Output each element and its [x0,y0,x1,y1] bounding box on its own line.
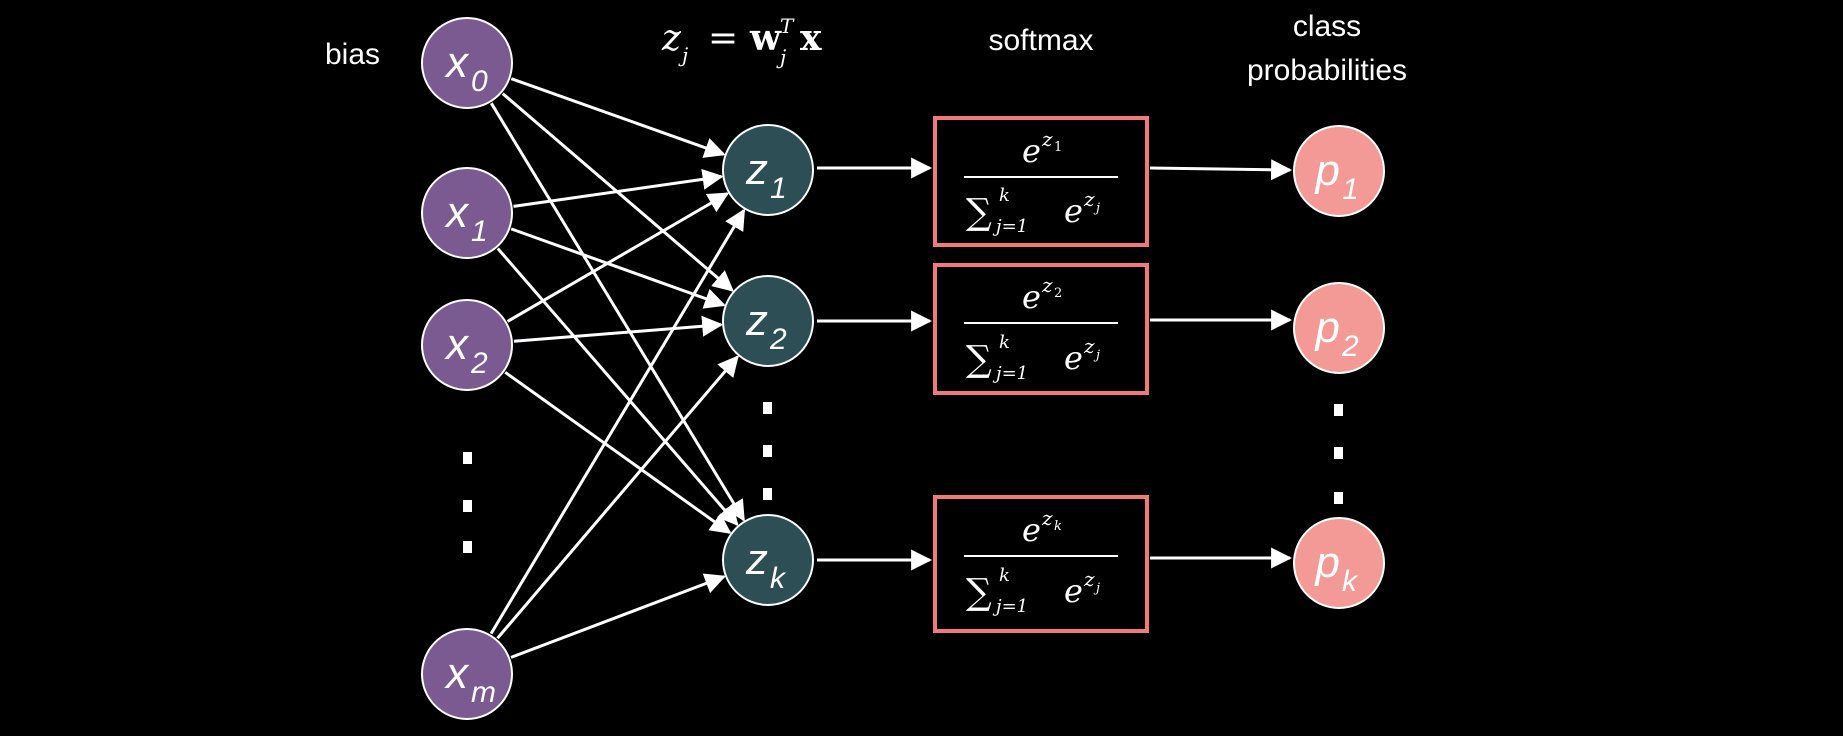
softmax-1-num-e: e [1022,132,1041,170]
formula-eq: = [708,18,738,59]
input-ellipsis [463,452,472,553]
output-node-p2-base: p [1314,303,1340,352]
hidden-node-z2: z 2 [722,275,814,367]
connection-x0-z0 [510,77,726,158]
arrow-softmax1-p1 [1149,159,1293,181]
output-node-p1: p 1 [1293,125,1385,217]
connection-x1-z2 [496,247,739,527]
output-node-pk-base: p [1314,538,1340,587]
input-node-x1-sub: 1 [471,215,488,248]
softmax-box-2: e z 2 ∑ k j=1 e z j [933,263,1149,395]
hidden-node-zk-base: z [745,535,768,584]
connection-x1-z0 [513,168,724,208]
formula-x: x [800,17,822,59]
softmax-1-num-sup: z [1041,127,1053,151]
connection-x3-z0 [489,208,746,635]
output-ellipsis [1334,404,1343,504]
hidden-node-z1-base: z [745,145,768,194]
input-node-xm-base: x [444,649,470,698]
softmax-k-den-sup-sub: j [1093,581,1100,596]
output-node-pk-sub: k [1342,565,1359,598]
softmax-k-num-sup-sub: k [1054,519,1062,534]
output-node-pk: p k [1293,517,1385,609]
hidden-node-zk: z k [722,514,814,606]
softmax-1-num-sup-sub: 1 [1054,140,1062,155]
connection-x2-z1 [513,315,724,343]
softmax-k-sum: ∑ [966,572,992,613]
input-node-x0: x 0 [421,17,513,109]
connection-x3-z2 [510,573,726,659]
softmax-k-den-sup: z [1083,567,1095,591]
input-node-x2-base: x [444,320,470,369]
softmax-2-num-e: e [1022,278,1041,316]
hidden-node-zk-sub: k [770,562,787,595]
softmax-k-sum-sup: k [999,565,1010,586]
softmax-k-num-e: e [1022,511,1041,549]
softmax-2-den-e: e [1064,339,1083,377]
input-node-x0-sub: 0 [471,65,488,98]
softmax-2-den-sup-sub: j [1093,348,1100,363]
input-node-x1-base: x [444,188,470,237]
softmax-1-den-e: e [1064,192,1083,230]
bias-label: bias [325,38,380,71]
softmax-label: softmax [988,24,1093,57]
softmax-box-1: e z 1 ∑ k j=1 e z j [933,116,1149,247]
softmax-2-sum-sup: k [999,332,1010,353]
input-node-xm-sub: m [471,676,496,709]
softmax-2-sum: ∑ [966,339,992,380]
connection-x2-z2 [504,371,732,534]
output-node-p1-base: p [1314,146,1340,195]
input-node-x2: x 2 [421,299,513,391]
output-node-p1-sub: 1 [1342,173,1359,206]
connection-x2-z0 [506,192,730,323]
connection-x0-z2 [490,102,745,522]
softmax-1-den-sup-sub: j [1093,201,1100,216]
z-formula: z j = w T j x [661,14,822,69]
hidden-node-z2-sub: 2 [769,323,787,356]
softmax-k-num-sup: z [1041,506,1053,530]
softmax-1-sum: ∑ [966,192,992,233]
formula-w-sub: j [776,45,786,69]
softmax-2-den-sup: z [1083,334,1095,358]
formula-w: w [749,17,782,59]
softmax-k-sum-sub: j=1 [992,596,1028,617]
class-label: class [1293,10,1361,43]
formula-z: z [661,18,682,59]
output-arrows [817,157,1293,571]
softmax-1-sum-sub: j=1 [992,216,1028,237]
softmax-box-k: e z k ∑ k j=1 e z j [933,495,1149,633]
softmax-1-sum-sup: k [999,185,1010,206]
softmax-k-den-e: e [1064,572,1083,610]
hidden-node-z2-base: z [745,296,768,345]
input-node-x0-base: x [444,38,470,87]
formula-w-sup: T [780,14,795,38]
softmax-1-den-sup: z [1083,187,1095,211]
input-node-x2-sub: 2 [470,347,488,380]
output-node-p2-sub: 2 [1341,330,1359,363]
connection-lines [489,77,746,659]
input-node-x1: x 1 [421,167,513,259]
hidden-ellipsis [763,402,772,500]
softmax-2-num-sup-sub: 2 [1054,286,1062,301]
softmax-2-num-sup: z [1041,273,1053,297]
hidden-node-z1-sub: 1 [770,172,787,205]
output-node-p2: p 2 [1293,282,1385,374]
connection-x1-z1 [510,227,726,309]
formula-z-sub: j [678,43,688,67]
hidden-node-z1: z 1 [722,124,814,216]
probabilities-label: probabilities [1247,54,1407,87]
input-node-xm: x m [421,628,513,720]
softmax-2-sum-sub: j=1 [992,363,1028,384]
connection-x3-z1 [496,355,739,640]
